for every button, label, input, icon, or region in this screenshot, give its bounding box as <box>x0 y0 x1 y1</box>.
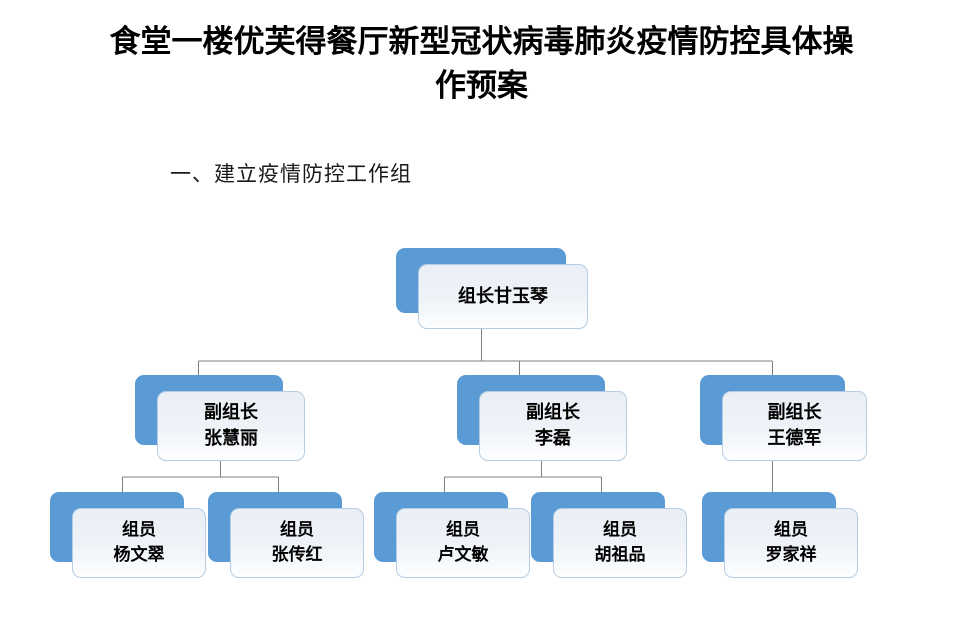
node-name: 李磊 <box>535 428 571 449</box>
org-node-deputy-3[interactable]: 副组长 王德军 <box>700 375 867 461</box>
org-node-member-1[interactable]: 组员 杨文翠 <box>50 492 206 578</box>
node-name: 张传红 <box>271 545 323 565</box>
node-role: 组员 <box>446 520 480 540</box>
node-role: 组员 <box>280 520 314 540</box>
node-role: 组员 <box>122 520 156 540</box>
node-name: 王德军 <box>767 428 822 449</box>
org-node-member-4[interactable]: 组员 胡祖品 <box>531 492 687 578</box>
node-card[interactable]: 组员 罗家祥 <box>724 508 858 578</box>
node-name: 卢文敏 <box>437 545 489 565</box>
node-name: 杨文翠 <box>113 545 165 565</box>
node-label-root: 组长甘玉琴 <box>458 285 548 307</box>
org-node-member-2[interactable]: 组员 张传红 <box>208 492 364 578</box>
node-role: 副组长 <box>204 402 258 423</box>
org-node-deputy-1[interactable]: 副组长 张慧丽 <box>135 375 305 461</box>
node-card[interactable]: 组长甘玉琴 <box>418 264 588 329</box>
page-title: 食堂一楼优芙得餐厅新型冠状病毒肺炎疫情防控具体操作预案 <box>109 24 854 104</box>
org-node-root[interactable]: 组长甘玉琴 <box>396 248 588 329</box>
node-role: 组员 <box>603 520 637 540</box>
section-heading: 一、建立疫情防控工作组 <box>170 163 412 186</box>
node-name: 胡祖品 <box>594 545 646 565</box>
node-role: 副组长 <box>767 402 822 423</box>
node-name: 张慧丽 <box>204 428 258 449</box>
node-card[interactable]: 组员 张传红 <box>230 508 364 578</box>
node-role: 副组长 <box>526 402 580 423</box>
org-node-deputy-2[interactable]: 副组长 李磊 <box>457 375 627 461</box>
node-role: 组员 <box>774 520 808 540</box>
org-node-member-3[interactable]: 组员 卢文敏 <box>374 492 530 578</box>
node-card[interactable]: 组员 杨文翠 <box>72 508 206 578</box>
node-card[interactable]: 副组长 李磊 <box>479 391 627 461</box>
org-node-member-5[interactable]: 组员 罗家祥 <box>702 492 858 578</box>
node-card[interactable]: 副组长 王德军 <box>722 391 867 461</box>
node-card[interactable]: 组员 卢文敏 <box>396 508 530 578</box>
node-card[interactable]: 组员 胡祖品 <box>553 508 687 578</box>
node-name: 罗家祥 <box>765 545 817 565</box>
node-card[interactable]: 副组长 张慧丽 <box>157 391 305 461</box>
